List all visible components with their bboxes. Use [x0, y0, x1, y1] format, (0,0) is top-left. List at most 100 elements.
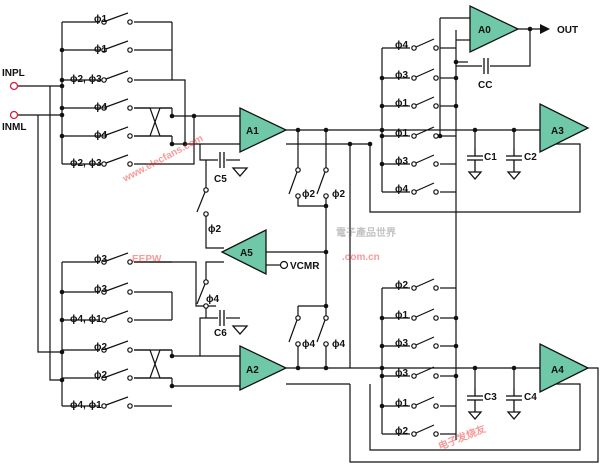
switch-blade	[415, 126, 435, 136]
junction-dot	[191, 113, 197, 119]
switch	[316, 315, 329, 347]
inpl-terminal	[9, 81, 19, 91]
switch-contact	[127, 133, 133, 139]
switch-contact	[295, 341, 301, 347]
switch-contact	[411, 285, 417, 291]
switch	[411, 182, 439, 195]
switch	[316, 167, 329, 199]
inpl-label: INPL	[2, 68, 25, 79]
switch-contact	[101, 105, 107, 111]
switch-contact	[127, 289, 133, 295]
wire	[349, 367, 599, 463]
switch-blade	[196, 191, 206, 213]
switch-contact	[101, 403, 107, 409]
switch-blade	[105, 126, 129, 136]
a5-label: A5	[240, 248, 253, 259]
cap-c2	[506, 148, 522, 180]
switch-contact	[101, 289, 107, 295]
cap-c1	[467, 148, 483, 180]
junction-dot	[59, 47, 65, 53]
junction-dot	[379, 365, 385, 371]
sw-label-4: ϕ4	[94, 102, 107, 113]
switch-contact	[323, 315, 329, 321]
junction-dot	[323, 203, 329, 209]
switch-contact	[101, 77, 107, 83]
junction-dot	[59, 112, 65, 118]
sw-label-8: ϕ3	[94, 284, 107, 295]
junction-dot	[379, 103, 385, 109]
c1-label: C1	[484, 152, 497, 163]
amp-a5	[220, 228, 267, 276]
junction-dot	[367, 141, 373, 147]
switch-contact	[433, 285, 439, 291]
ground-symbol	[506, 171, 522, 180]
switch-blade	[415, 154, 435, 164]
switch	[101, 282, 133, 295]
switch	[411, 154, 439, 167]
junction-dot	[379, 315, 385, 321]
switch-contact	[127, 259, 133, 265]
switch-blade	[415, 182, 435, 192]
ground-symbol	[467, 171, 483, 180]
switch-contact	[203, 187, 209, 193]
sw-label-18: ϕ4	[332, 339, 345, 350]
wire	[134, 261, 216, 307]
sw-label-1: ϕ1	[94, 14, 107, 25]
amp-a1	[239, 106, 288, 154]
sw-label-22: ϕ1	[395, 128, 408, 139]
cap-c3	[467, 388, 483, 420]
junction-dot	[379, 161, 385, 167]
sw-label-24: ϕ4	[395, 184, 408, 195]
sw-label-20: ϕ3	[395, 70, 408, 81]
switch	[411, 96, 439, 109]
vcmr-terminal	[279, 260, 289, 270]
switch-blade	[415, 396, 435, 406]
switch-blade	[288, 319, 298, 343]
junction-dot	[169, 113, 175, 119]
wire	[171, 378, 240, 387]
wire	[37, 115, 62, 353]
switch-blade	[415, 68, 435, 78]
junction-dot	[59, 77, 65, 83]
switch	[411, 424, 439, 437]
switch-contact	[433, 343, 439, 349]
amp-a2	[239, 344, 288, 392]
switch-contact	[433, 75, 439, 81]
sw-label-5: ϕ4	[94, 130, 107, 141]
a2-label: A2	[246, 365, 259, 376]
switch	[101, 12, 133, 25]
a4-label: A4	[551, 365, 564, 376]
switch-blade	[105, 98, 129, 108]
switch	[411, 38, 439, 51]
components	[101, 4, 590, 437]
junction-dot	[379, 133, 385, 139]
switch-blade	[316, 319, 326, 343]
cc-label: CC	[478, 80, 492, 91]
switch-blade	[288, 171, 298, 195]
wire	[199, 317, 218, 356]
inml-terminal	[9, 110, 19, 120]
junction-dot	[323, 303, 329, 309]
sw-label-6: ϕ2, ϕ3	[70, 158, 102, 169]
junction-dot	[453, 315, 459, 321]
junction-dot	[453, 373, 459, 379]
c6-label: C6	[214, 328, 227, 339]
switch	[101, 154, 133, 167]
junction-dot	[379, 127, 385, 133]
junction-dot	[182, 141, 188, 147]
sw-label-10: ϕ2	[94, 342, 107, 353]
junction-dot	[511, 365, 517, 371]
junction-dot	[169, 383, 175, 389]
wire	[199, 144, 218, 161]
junction-dot	[59, 317, 65, 323]
cap-c6	[219, 310, 225, 326]
switch-contact	[203, 211, 209, 217]
junction-dot	[59, 83, 65, 89]
switch-contact	[101, 317, 107, 323]
switch	[411, 308, 439, 321]
junction-dot	[295, 365, 301, 371]
switch-contact	[323, 341, 329, 347]
switch-blade	[105, 282, 129, 292]
switch-blade	[105, 396, 129, 406]
